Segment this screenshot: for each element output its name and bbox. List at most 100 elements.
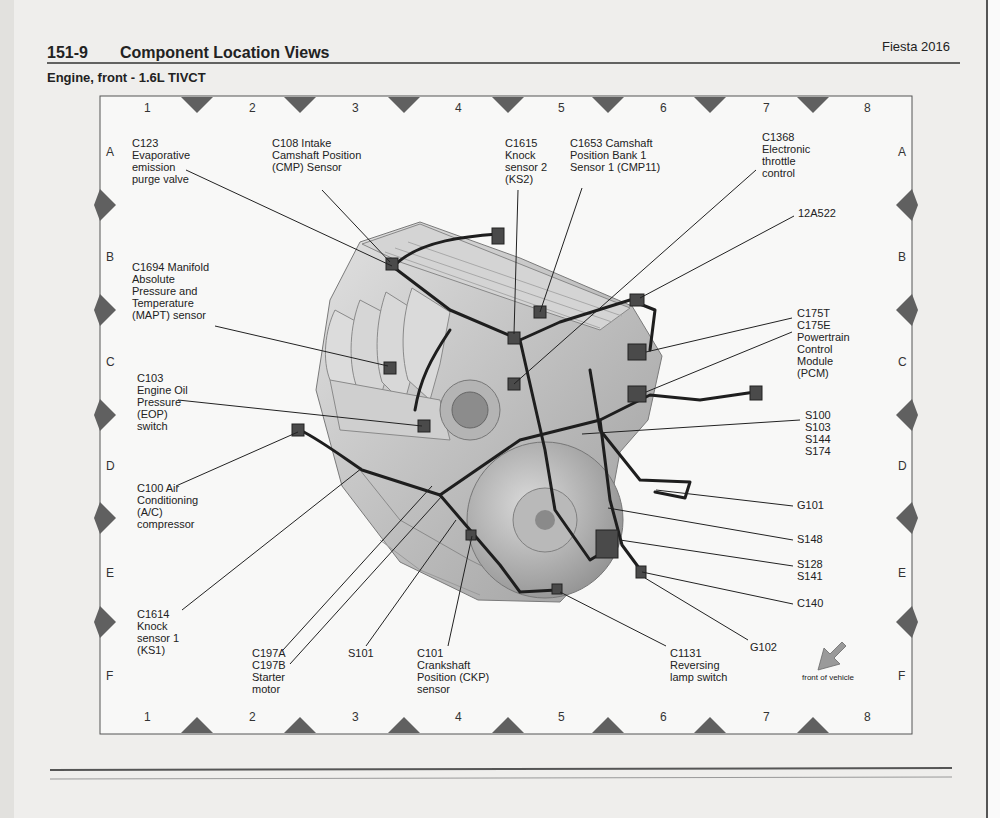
leader-line (322, 190, 390, 262)
grid-reference: 6 (660, 710, 667, 724)
grid-reference: D (898, 459, 907, 473)
callout-label: C175T C175E Powertrain Control Module (P… (797, 307, 861, 379)
leader-line (176, 432, 298, 486)
connector (596, 530, 618, 558)
connector (750, 386, 762, 400)
leader-line (646, 318, 792, 352)
callout-label: S148 (797, 533, 837, 545)
leader-line (656, 490, 793, 506)
callout-label: S101 (348, 647, 388, 659)
harness-wire (392, 266, 655, 350)
grid-triangle (94, 399, 116, 431)
leader-line (514, 190, 518, 334)
model-year: Fiesta 2016 (882, 39, 950, 54)
leader-line (514, 170, 756, 384)
leader-line (582, 420, 800, 434)
callout-label: C1614 Knock sensor 1 (KS1) (137, 608, 189, 656)
leader-line (178, 400, 422, 426)
grid-triangle (694, 717, 726, 733)
connectors (292, 228, 762, 594)
leader-line (645, 578, 748, 640)
connector (628, 386, 646, 402)
grid-markers (94, 97, 918, 733)
leader-line (620, 540, 793, 566)
grid-reference: 3 (352, 101, 359, 115)
grid-reference: 4 (455, 101, 462, 115)
footer-rule (50, 768, 952, 770)
callout-label: C1131 Reversing lamp switch (670, 647, 728, 683)
leader-line (642, 572, 793, 604)
grid-triangle (284, 97, 316, 113)
harness-wire (300, 392, 755, 495)
grid-triangle (94, 502, 116, 534)
grid-reference: F (898, 669, 905, 683)
grid-reference: 3 (352, 710, 359, 724)
callout-label: C1694 Manifold Absolute Pressure and Tem… (132, 261, 214, 321)
leader-line (366, 520, 456, 646)
binding-shadow (0, 0, 14, 818)
engine-illustration (316, 222, 662, 602)
grid-reference: 1 (144, 101, 151, 115)
throttle-bore (452, 392, 488, 428)
grid-triangle (181, 717, 213, 733)
grid-triangle (388, 97, 420, 113)
grid-triangle (492, 717, 524, 733)
leader-line (283, 486, 432, 650)
callout-label: C123 Evaporative emission purge valve (132, 137, 198, 185)
grid-reference: 2 (249, 710, 256, 724)
grid-triangle (797, 717, 829, 733)
section-heading: Engine, front - 1.6L TIVCT (47, 70, 206, 85)
page-edge-line (986, 0, 988, 818)
grid-reference: E (898, 566, 906, 580)
connector (630, 294, 644, 306)
callout-label: S100 S103 S144 S174 (805, 409, 837, 457)
connector (492, 228, 504, 244)
grid-triangle (896, 294, 918, 326)
harness-wire (415, 330, 450, 410)
grid-triangle (592, 97, 624, 113)
callout-label: G102 (750, 641, 790, 653)
harness-wire (440, 495, 557, 592)
grid-reference: F (106, 669, 113, 683)
leader-line (560, 592, 666, 646)
leader-line (646, 332, 792, 392)
grid-triangle (94, 189, 116, 221)
grid-reference: 8 (864, 710, 871, 724)
grid-triangle (94, 606, 116, 638)
leader-line (182, 468, 362, 610)
callout-label: S128 S141 (797, 558, 829, 582)
grid-reference: B (106, 250, 114, 264)
callout-label: C101 Crankshaft Position (CKP) sensor (417, 647, 499, 695)
callout-label: C140 (797, 597, 837, 609)
grid-reference: 7 (763, 101, 770, 115)
grid-reference: 1 (144, 710, 151, 724)
grid-triangle (94, 294, 116, 326)
leader-line (540, 188, 582, 312)
grid-reference: E (106, 566, 114, 580)
callout-label: C1653 Camshaft Position Bank 1 Sensor 1 … (570, 137, 668, 173)
drawing-frame (100, 96, 912, 734)
callout-label: C1615 Knock sensor 2 (KS2) (505, 137, 557, 185)
grid-triangle (284, 717, 316, 733)
callout-label: C1368 Electronic throttle control (762, 131, 826, 179)
header-rule (47, 62, 960, 64)
leader-line (186, 170, 392, 266)
callout-label: 12A522 (798, 207, 858, 219)
harness-wire (590, 370, 690, 498)
callout-label: G101 (797, 499, 837, 511)
front-arrow (818, 642, 846, 670)
page-title: Component Location Views (120, 44, 330, 62)
callout-label: front of vehicle (802, 673, 854, 683)
grid-triangle (181, 97, 213, 113)
leader-line (640, 216, 794, 298)
grid-triangle (896, 399, 918, 431)
callout-label: C108 Intake Camshaft Position (CMP) Sens… (272, 137, 362, 173)
grid-triangle (388, 717, 420, 733)
callout-label: C197A C197B Starter motor (252, 647, 294, 695)
connector (628, 344, 646, 360)
grid-triangle (896, 189, 918, 221)
harness-wire (520, 340, 615, 560)
grid-reference: 4 (455, 710, 462, 724)
throttle-body (440, 380, 500, 440)
